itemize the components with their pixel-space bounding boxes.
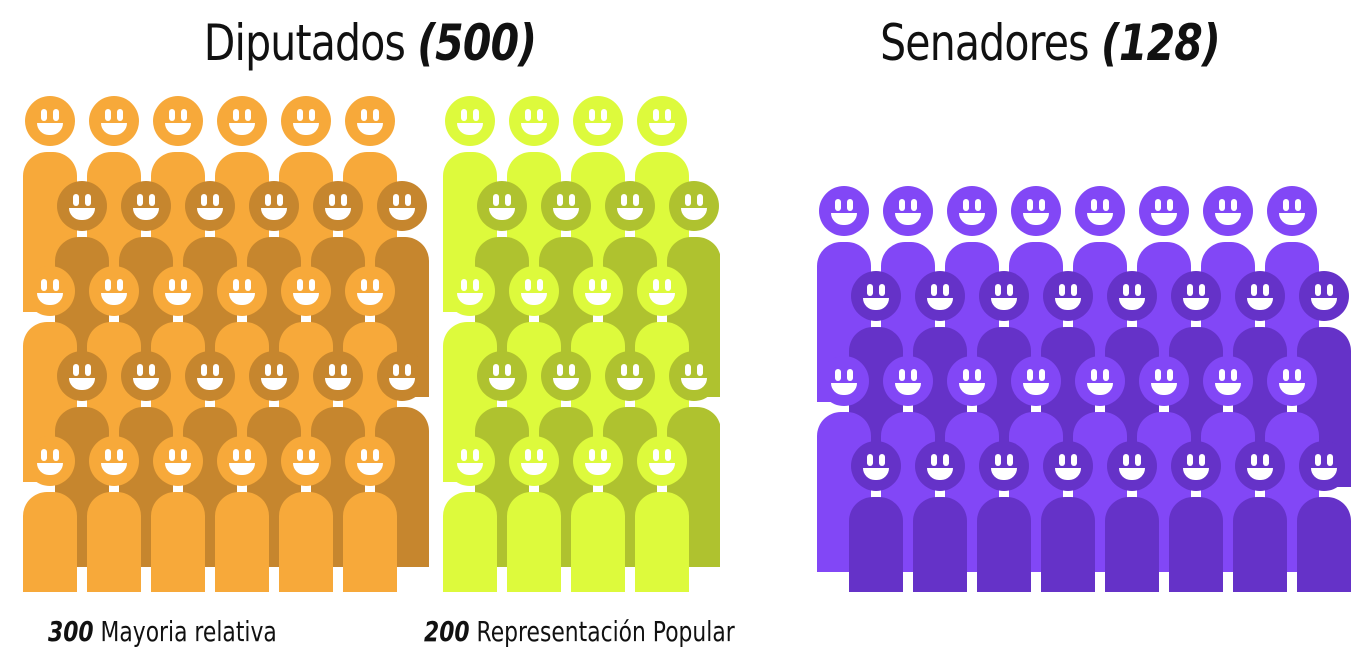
smiling-person-icon <box>215 436 269 592</box>
smiling-person-icon <box>1297 441 1351 592</box>
smiling-person-icon <box>151 436 205 592</box>
smiling-person-icon <box>1073 356 1127 572</box>
smiling-person-icon <box>1105 441 1159 592</box>
smiling-person-icon <box>1233 441 1287 592</box>
senadores-title: Senadores (128) <box>779 0 1320 86</box>
smiling-person-icon <box>1041 441 1095 592</box>
representacion-popular-number: 200 <box>424 615 470 648</box>
smiling-person-icon <box>279 96 333 312</box>
smiling-person-icon <box>87 436 141 592</box>
representacion-popular-people-group <box>440 92 720 592</box>
diputados-title-label: Diputados <box>203 14 406 72</box>
smiling-person-icon <box>977 441 1031 592</box>
mayoria-relativa-number: 300 <box>48 615 94 648</box>
diputados-title: Diputados (500) <box>99 0 640 86</box>
smiling-person-icon <box>443 436 497 592</box>
smiling-person-icon <box>343 436 397 592</box>
smiling-person-icon <box>119 351 173 567</box>
senadores-people-group <box>815 182 1353 592</box>
smiling-person-icon <box>507 436 561 592</box>
smiling-person-icon <box>945 356 999 572</box>
smiling-person-icon <box>279 436 333 592</box>
mayoria-relativa-caption: 300 Mayoria relativa <box>48 610 277 654</box>
smiling-person-icon <box>635 436 689 592</box>
representacion-popular-caption: 200 Representación Popular <box>424 610 735 654</box>
mayoria-relativa-label: Mayoria relativa <box>100 615 277 648</box>
smiling-person-icon <box>571 436 625 592</box>
diputados-title-count: (500) <box>417 14 537 72</box>
senadores-title-label: Senadores <box>880 14 1089 72</box>
smiling-person-icon <box>23 436 77 592</box>
smiling-person-icon <box>849 441 903 592</box>
smiling-person-icon <box>1169 441 1223 592</box>
smiling-person-icon <box>913 441 967 592</box>
senadores-title-count: (128) <box>1100 14 1221 72</box>
representacion-popular-label: Representación Popular <box>476 615 735 648</box>
smiling-person-icon <box>1009 356 1063 572</box>
mayoria-relativa-people-group <box>20 92 430 592</box>
